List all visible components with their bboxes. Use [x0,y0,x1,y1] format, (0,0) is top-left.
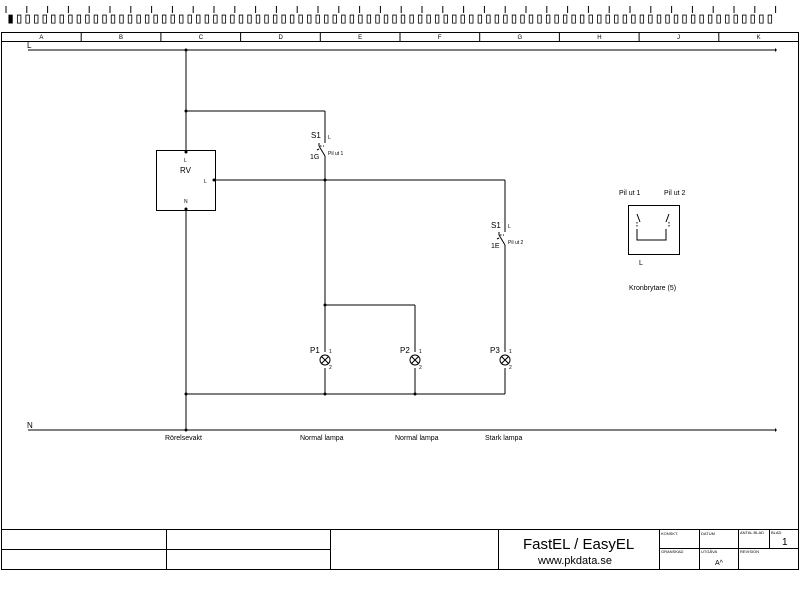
lamp-p3: P3 1 2 [490,346,512,371]
column-label: A [39,35,43,41]
s1-1e-sub: 1E [491,243,500,250]
issue-value: A^ [715,560,724,567]
company-website: www.pkdata.se [537,555,612,567]
p2-name: P2 [400,346,410,355]
junction-dots [184,48,417,432]
caption-motion-sensor: Rörelsevakt [165,435,202,442]
legend-caption: Kronbrytare (5) [629,285,676,292]
s1-1g-name: S1 [311,131,321,140]
caption-lamp-p3: Stark lampa [485,435,522,442]
p2-t2: 2 [419,365,422,371]
column-label: G [518,35,523,41]
rv-label: RV [180,166,192,175]
line-rail: L [27,41,777,52]
switch-s1-1g: S1 1G L Pil ut 1 [310,131,344,161]
wiring [185,50,506,430]
switch-s1-1e: S1 1E L Pil ut 2 [491,221,524,250]
column-label: H [597,35,601,41]
column-label: C [199,35,204,41]
legend-out1: Pil ut 1 [619,190,641,197]
motion-sensor-rv: L RV L N [156,150,216,211]
p1-name: P1 [310,346,320,355]
title-block [1,529,799,570]
s1-1e-name: S1 [491,221,501,230]
line-rail-label: L [27,41,32,50]
p3-name: P3 [490,346,500,355]
s1-1g-sub: 1G [310,154,319,161]
column-label: D [278,35,283,41]
rv-terminal-l-top: L [184,158,187,164]
column-label: K [757,35,761,41]
p3-t1: 1 [509,349,512,355]
legend-kronbrytare: Pil ut 1 Pil ut 2 L Kronbrytare (5) [619,190,686,292]
column-label: J [677,35,680,41]
field-drawn: GRANSKAD [661,549,684,554]
p1-t2: 2 [329,365,332,371]
column-label: E [358,35,362,41]
neutral-rail-label: N [27,421,33,430]
column-label: F [438,35,442,41]
s1-1g-terminal: L [328,135,331,141]
lamp-p1: P1 1 2 [310,346,332,371]
s1-1e-terminal: L [508,224,511,230]
column-label: B [119,35,123,41]
legend-out2: Pil ut 2 [664,190,686,197]
caption-lamp-p2: Normal lampa [395,435,439,442]
field-checked: KONSKT. [661,531,678,536]
component-captions: Rörelsevakt Normal lampa Normal lampa St… [165,435,522,442]
sheet-value: 1 [782,537,788,548]
top-ruler [5,6,777,13]
p3-t2: 2 [509,365,512,371]
s1-1g-output: Pil ut 1 [328,151,344,157]
lamp-p2: P2 1 2 [400,346,422,371]
caption-lamp-p1: Normal lampa [300,435,344,442]
title-block-text: FastEL / EasyEL www.pkdata.se KONSKT. DA… [523,530,788,567]
field-revision: REVISION [740,549,759,554]
title-bar: ▮▯▯▯▯▯▯▯▯▯▯▯▯▯▯▯▯▯▯▯▯▯▯▯▯▯▯▯▯▯▯▯▯▯▯▯▯▯▯▯… [0,0,800,32]
field-date: DATUM [701,531,715,536]
p1-t1: 1 [329,349,332,355]
window-title: ▮▯▯▯▯▯▯▯▯▯▯▯▯▯▯▯▯▯▯▯▯▯▯▯▯▯▯▯▯▯▯▯▯▯▯▯▯▯▯▯… [6,9,776,27]
field-sheet: BLAD [771,530,782,535]
neutral-rail: N [27,421,777,432]
field-issue: UTGÅVA [701,549,717,554]
drawing-frame [1,32,799,570]
legend-terminal: L [639,260,643,267]
rv-terminal-l-side: L [204,179,207,185]
company-name: FastEL / EasyEL [523,536,634,553]
rv-terminal-n: N [184,199,188,205]
p2-t1: 1 [419,349,422,355]
field-sheet-count: ANTAL BLAD [740,530,764,535]
s1-1e-output: Pil ut 2 [508,240,524,246]
